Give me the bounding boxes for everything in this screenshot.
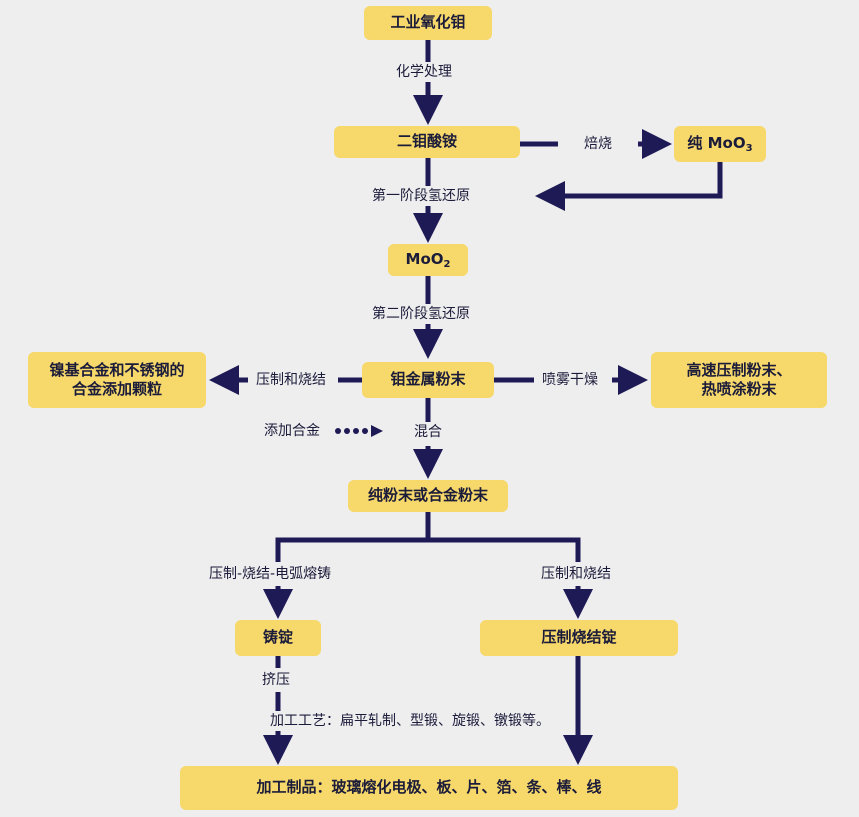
arrow-add-alloy-head	[371, 425, 383, 437]
node-pure-moo3-base: 纯 MoO	[687, 133, 746, 152]
node-ammonium-dimolybdate: 二钼酸铵	[334, 126, 520, 158]
label-mixing: 混合	[408, 422, 448, 442]
node-industrial-moo3-text: 工业氧化钼	[390, 13, 466, 32]
node-ingot: 铸锭	[235, 620, 321, 656]
label-add-alloy: 添加合金	[258, 421, 326, 441]
node-mo-metal-powder: 钼金属粉末	[362, 362, 494, 398]
label-chemical-treatment: 化学处理	[390, 62, 458, 82]
label-processing: 加工工艺：扁平轧制、型锻、旋锻、镦锻等。	[264, 711, 556, 731]
node-pure-moo3: 纯 MoO3	[674, 126, 766, 162]
node-nickel-alloy-additive-text: 镍基合金和不锈钢的 合金添加颗粒	[49, 360, 185, 399]
node-moo2: MoO2	[388, 244, 468, 276]
label-press-sinter-left: 压制和烧结	[250, 370, 332, 390]
node-sintered-ingot: 压制烧结锭	[480, 620, 678, 656]
node-pure-or-alloy-powder: 纯粉末或合金粉末	[348, 480, 508, 512]
node-spray-powder: 高速压制粉末、 热喷涂粉末	[651, 352, 827, 408]
label-first-stage-reduction: 第一阶段氢还原	[366, 186, 476, 206]
label-press-sinter-arc-melt: 压制-烧结-电弧熔铸	[203, 564, 338, 584]
node-sintered-ingot-text: 压制烧结锭	[541, 628, 617, 647]
node-moo2-base: MoO	[405, 249, 444, 268]
node-spray-powder-text: 高速压制粉末、 热喷涂粉末	[686, 360, 792, 399]
arrow-moo3-return	[535, 162, 723, 211]
node-products: 加工制品：玻璃熔化电极、板、片、箔、条、棒、线	[180, 766, 678, 810]
node-products-text: 加工制品：玻璃熔化电极、板、片、箔、条、棒、线	[256, 778, 602, 797]
node-mo-metal-powder-text: 钼金属粉末	[390, 370, 466, 389]
dot-1	[335, 428, 341, 434]
node-moo2-subscript: 2	[443, 258, 451, 270]
dot-2	[344, 428, 350, 434]
dot-3	[353, 428, 359, 434]
node-moo2-text: MoO2	[406, 250, 451, 271]
dot-4	[362, 428, 368, 434]
label-extrusion: 挤压	[256, 670, 296, 690]
label-press-sinter-right: 压制和烧结	[535, 564, 617, 584]
label-second-stage-reduction: 第二阶段氢还原	[366, 304, 476, 324]
node-ingot-text: 铸锭	[262, 628, 293, 647]
node-pure-moo3-subscript: 3	[745, 142, 753, 154]
node-ammonium-dimolybdate-text: 二钼酸铵	[396, 132, 457, 151]
node-pure-moo3-text: 纯 MoO3	[687, 134, 752, 155]
node-industrial-moo3: 工业氧化钼	[364, 6, 492, 40]
label-spray-drying: 喷雾干燥	[536, 370, 604, 390]
node-pure-or-alloy-powder-text: 纯粉末或合金粉末	[367, 486, 488, 505]
node-nickel-alloy-additive: 镍基合金和不锈钢的 合金添加颗粒	[28, 352, 206, 408]
label-roasting: 焙烧	[578, 134, 618, 154]
